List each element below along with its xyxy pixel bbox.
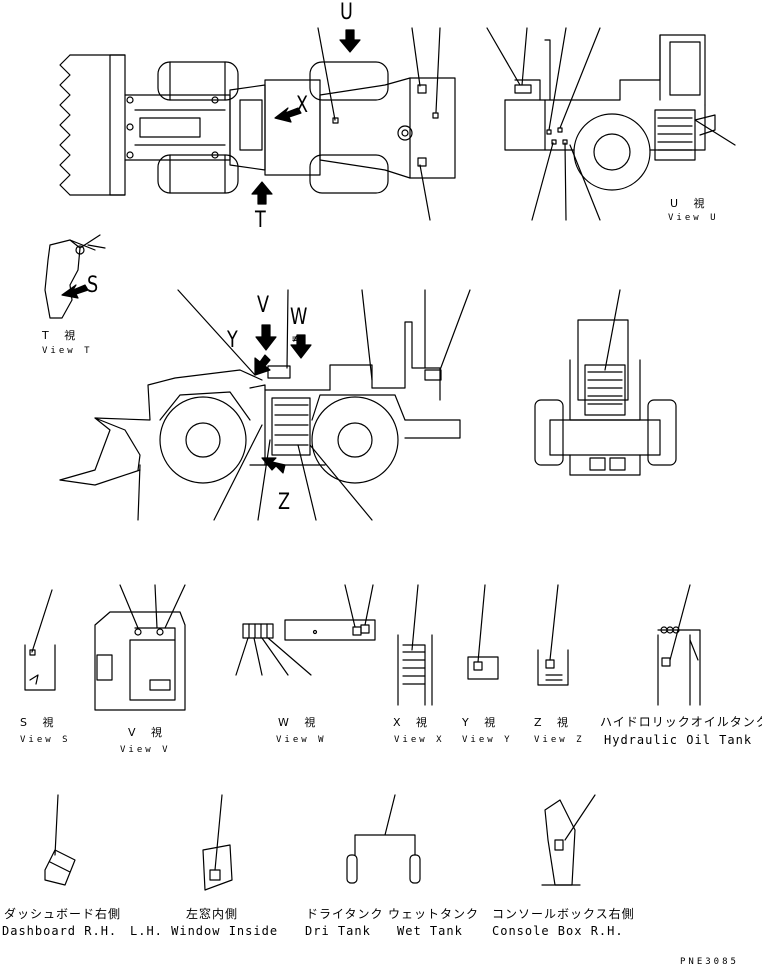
caption-window-jp: 左窓内側	[186, 907, 239, 921]
detail-view-w	[236, 585, 375, 675]
caption-w-en: View W	[276, 735, 327, 745]
caption-u-jp: U 視	[670, 197, 711, 210]
caption-z-jp: Z 視	[534, 716, 575, 729]
detail-view-v	[95, 585, 185, 710]
caption-console-jp: コンソールボックス右側	[492, 907, 635, 921]
caption-hydraulic-jp: ハイドロリックオイルタンク	[600, 715, 762, 729]
caption-s-jp: S 視	[20, 716, 60, 729]
w-callout-mark: ≢	[292, 334, 299, 345]
caption-console-en: Console Box R.H.	[492, 924, 624, 938]
view-letter-t: T	[255, 208, 266, 233]
caption-dashboard-en: Dashboard R.H.	[2, 924, 118, 938]
rear-view	[535, 290, 676, 475]
caption-z-en: View Z	[534, 735, 585, 745]
main-side-view	[60, 290, 470, 520]
detail-tanks	[347, 795, 420, 883]
caption-y-jp: Y 視	[462, 716, 502, 729]
view-letter-v: V	[257, 293, 270, 318]
caption-v-en: View V	[120, 745, 171, 755]
caption-hydraulic-en: Hydraulic Oil Tank	[604, 733, 753, 747]
caption-x-jp: X 視	[393, 716, 434, 729]
caption-w-jp: W 視	[278, 716, 322, 729]
caption-wet-tank-en: Wet Tank	[397, 924, 463, 938]
detail-hydraulic-tank	[658, 585, 700, 705]
caption-dashboard-jp: ダッシュボード右側	[4, 907, 122, 921]
caption-y-en: View Y	[462, 735, 513, 745]
view-letter-s: S	[87, 273, 99, 298]
caption-dri-tank-en: Dri Tank	[305, 924, 371, 938]
view-letter-y: Y	[227, 328, 238, 353]
detail-window	[203, 795, 232, 890]
view-letter-w: W	[290, 305, 308, 330]
caption-wet-tank-jp: ウェットタンク	[388, 907, 480, 921]
view-t-drawing	[45, 235, 105, 318]
view-letter-x: X	[296, 93, 309, 118]
caption-dri-tank-jp: ドライタンク	[306, 907, 384, 921]
detail-dashboard	[45, 795, 75, 885]
detail-view-y	[468, 585, 498, 679]
caption-t-en: View T	[42, 346, 93, 356]
view-letter-u: U	[340, 0, 353, 25]
caption-u-en: View U	[668, 213, 719, 223]
caption-window-en: L.H. Window Inside	[130, 924, 279, 938]
caption-t-jp: T 視	[42, 329, 82, 342]
top-plan-view	[60, 28, 455, 220]
view-letter-z: Z	[278, 490, 291, 515]
caption-v-jp: V 視	[128, 726, 169, 739]
caption-x-en: View X	[394, 735, 445, 745]
detail-view-x	[398, 585, 432, 705]
detail-view-z	[538, 585, 568, 685]
detail-console	[542, 795, 595, 885]
drawing-number: PNE3085	[680, 957, 739, 967]
view-u-drawing	[487, 28, 735, 220]
detail-view-s	[25, 590, 55, 690]
caption-s-en: View S	[20, 735, 71, 745]
